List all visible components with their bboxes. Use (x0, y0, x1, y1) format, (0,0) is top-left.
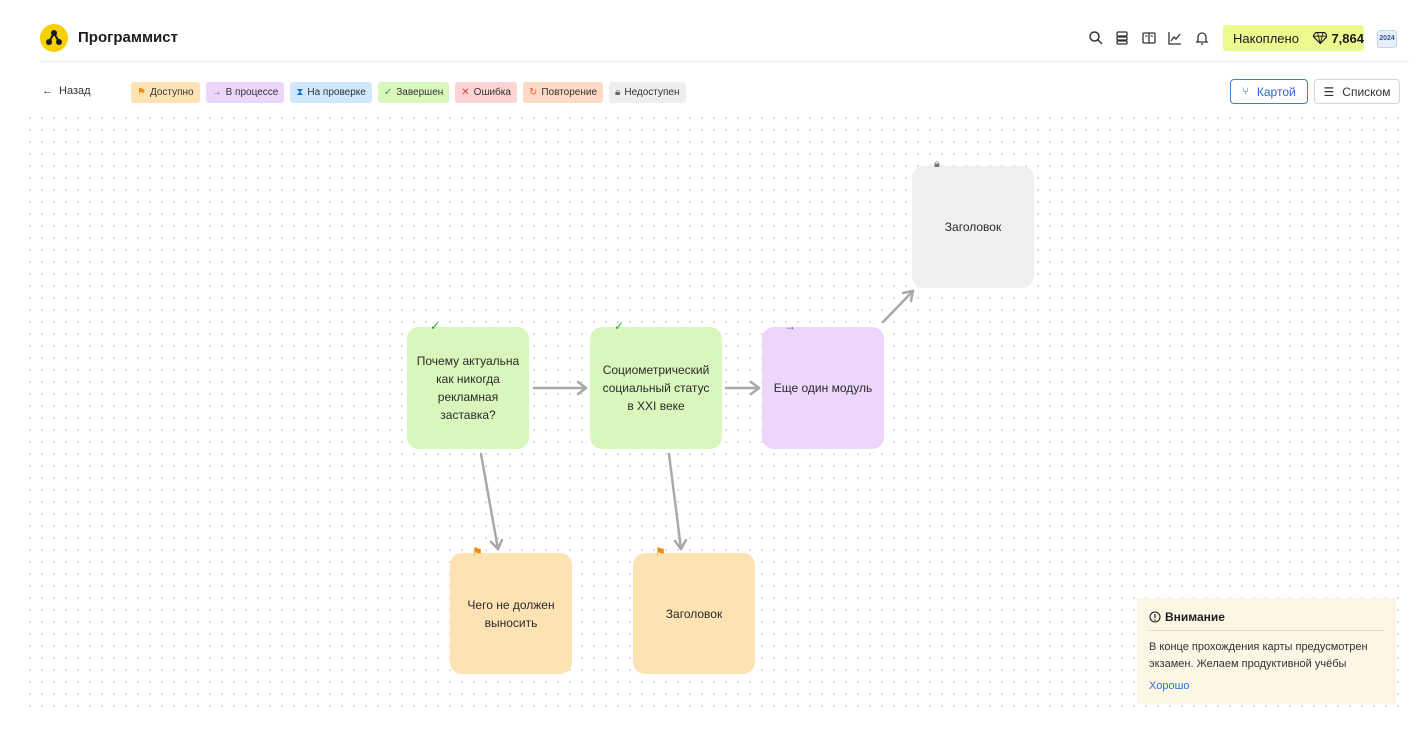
chart-icon[interactable] (1166, 29, 1184, 47)
view-map-button[interactable]: ⑂ Картой (1230, 79, 1308, 104)
map-node[interactable]: Чего не должен выносить (450, 553, 572, 674)
bell-icon[interactable] (1193, 29, 1211, 47)
back-button[interactable]: ← Назад (42, 85, 91, 97)
points-badge[interactable]: Накоплено 7,864 (1223, 25, 1364, 51)
legend-label: Ошибка (473, 87, 511, 98)
status-legend: ⚑ Доступно → В процессе ⧗ На проверке ✓ … (131, 82, 686, 103)
map-node[interactable]: Еще один модуль (762, 327, 884, 449)
flag-icon: ⚑ (137, 86, 146, 98)
node-title: Заголовок (944, 220, 1002, 234)
user-avatar[interactable]: 2024 (1377, 30, 1397, 48)
check-icon: ✓ (383, 86, 393, 98)
arrow-right-icon: → (211, 86, 222, 98)
map-node[interactable]: Заголовок (912, 166, 1034, 288)
points-value: 7,864 (1331, 30, 1364, 46)
node-title: Еще один модуль (773, 381, 873, 395)
book-icon[interactable] (1140, 29, 1158, 47)
notice-header: Внимание (1149, 610, 1384, 631)
flag-icon: ⚑ (655, 545, 666, 559)
legend-label: Недоступен (624, 87, 680, 98)
check-icon: ✓ (614, 319, 625, 333)
search-icon[interactable] (1087, 29, 1105, 47)
node-title: Почему актуальна как никогда рекламная з… (416, 354, 520, 422)
map-node[interactable]: Заголовок (633, 553, 755, 674)
arrow-right-icon: → (784, 319, 796, 333)
view-list-button[interactable]: ☰ Списком (1314, 79, 1400, 104)
node-title: Социометрический социальный статус в XXI… (602, 363, 710, 413)
notice-panel: Внимание В конце прохождения карты преду… (1137, 598, 1396, 704)
legend-locked: 🔒︎ Недоступен (609, 82, 686, 103)
branch-icon: ⑂ (1242, 85, 1249, 98)
list-icon: ☰ (1323, 84, 1335, 99)
node-title: Заголовок (665, 606, 723, 621)
notice-ok-button[interactable]: Хорошо (1149, 680, 1190, 692)
diamond-icon (1312, 32, 1328, 45)
lock-icon: 🔒︎ (615, 86, 621, 98)
flag-icon: ⚑ (472, 545, 483, 559)
node-title: Чего не должен выносить (467, 597, 555, 630)
map-node[interactable]: Социометрический социальный статус в XXI… (590, 327, 722, 449)
logo-icon (46, 30, 62, 45)
points-label: Накоплено (1233, 30, 1299, 46)
app-title: Программист (78, 29, 178, 46)
database-icon[interactable] (1113, 29, 1131, 47)
cross-icon: ✕ (461, 86, 470, 98)
view-map-label: Картой (1256, 84, 1296, 99)
repeat-icon: ↻ (528, 86, 538, 98)
legend-repeat: ↻ Повторение (522, 82, 604, 103)
legend-available: ⚑ Доступно (131, 82, 200, 103)
back-label: Назад (59, 85, 91, 97)
view-list-label: Списком (1342, 84, 1391, 99)
info-icon (1149, 611, 1161, 623)
legend-label: В процессе (225, 87, 279, 98)
legend-label: Повторение (541, 87, 598, 98)
map-node[interactable]: Почему актуальна как никогда рекламная з… (407, 327, 529, 449)
legend-error: ✕ Ошибка (455, 82, 517, 103)
hourglass-icon: ⧗ (296, 86, 304, 98)
legend-review: ⧗ На проверке (290, 82, 372, 103)
notice-title: Внимание (1165, 610, 1225, 624)
notice-text: В конце прохождения карты предусмотрен э… (1149, 641, 1368, 670)
legend-label: Доступно (149, 87, 194, 98)
legend-label: Завершен (396, 87, 444, 98)
lock-icon: 🔒︎ (934, 158, 940, 170)
check-icon: ✓ (430, 319, 441, 333)
top-header: Программист Накоплено 7,864 2024 (40, 0, 1410, 62)
app-logo[interactable] (40, 24, 68, 52)
legend-label: На проверке (307, 87, 366, 98)
legend-in-progress: → В процессе (205, 82, 285, 103)
legend-done: ✓ Завершен (377, 82, 450, 103)
arrow-left-icon: ← (42, 85, 53, 97)
